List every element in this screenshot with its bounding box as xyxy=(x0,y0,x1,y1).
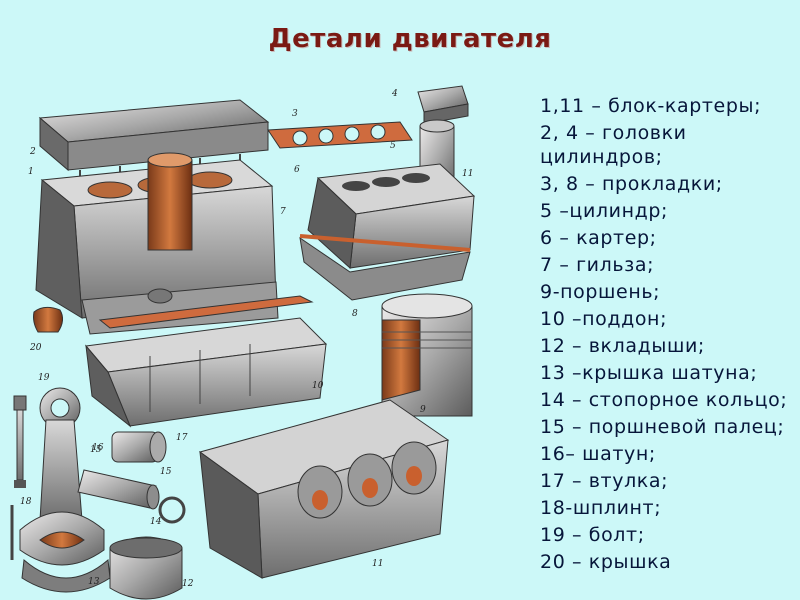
legend-item: 20 – крышка xyxy=(540,551,672,573)
bearing-cap xyxy=(33,306,64,333)
bolt xyxy=(13,395,27,488)
callout-16: 16 xyxy=(92,443,104,453)
piston-pin xyxy=(77,469,160,510)
callout-9: 9 xyxy=(420,405,426,415)
crankcase-right xyxy=(299,163,476,301)
callout-15b: 15 xyxy=(160,467,172,477)
callout-5: 5 xyxy=(390,141,396,151)
legend-item: 2, 4 – головки цилиндров; xyxy=(540,122,687,168)
callout-20: 20 xyxy=(29,343,42,353)
piston xyxy=(381,293,473,417)
legend-item: 1,11 – блок-картеры; xyxy=(540,95,762,117)
callout-17: 17 xyxy=(176,433,188,443)
callout-18: 18 xyxy=(20,497,32,507)
legend-item: 17 – втулка; xyxy=(540,470,669,492)
legend-item: 3, 8 – прокладки; xyxy=(540,173,723,195)
v-engine-block xyxy=(198,399,450,579)
legend-item: 15 – поршневой палец; xyxy=(540,416,785,438)
callout-11-top: 11 xyxy=(462,169,473,179)
legend-item: 12 – вкладыши; xyxy=(540,335,705,357)
legend-item: 18-шплинт; xyxy=(540,497,662,519)
legend-item: 7 – гильза; xyxy=(540,254,655,276)
callout-10: 10 xyxy=(312,381,324,391)
head-gasket xyxy=(267,121,413,149)
cylinder-head-left xyxy=(38,99,270,172)
legend-item: 14 – стопорное кольцо; xyxy=(540,389,788,411)
callout-1: 1 xyxy=(28,167,34,177)
legend-item: 13 –крышка шатуна; xyxy=(540,362,758,384)
callout-15a: 15 xyxy=(90,445,102,455)
callout-7: 7 xyxy=(280,207,286,217)
engine-parts-illustration: 1 2 3 4 5 6 7 8 9 10 11 11 12 13 14 15 1… xyxy=(10,85,476,600)
legend-item: 9-поршень; xyxy=(540,281,661,303)
callout-14: 14 xyxy=(150,517,162,527)
cylinder-head-small xyxy=(417,85,469,125)
callout-8: 8 xyxy=(352,309,358,319)
callout-13: 13 xyxy=(88,577,100,587)
legend-item: 6 – картер; xyxy=(540,227,657,249)
retaining-ring xyxy=(158,496,186,524)
rod-cap xyxy=(21,559,111,593)
legend-item: 5 –цилиндр; xyxy=(540,200,669,222)
callout-labels: 1 2 3 4 5 6 7 8 9 10 11 11 12 13 14 15 1… xyxy=(20,89,473,589)
legend-item: 16– шатун; xyxy=(540,443,656,465)
connecting-rod xyxy=(19,387,105,566)
bearing-shells xyxy=(109,536,183,600)
callout-19: 19 xyxy=(38,373,50,383)
legend-item: 10 –поддон; xyxy=(540,308,668,330)
slide-title: Детали двигателя xyxy=(268,24,552,54)
callout-12: 12 xyxy=(182,579,194,589)
engine-block-left xyxy=(35,152,279,335)
oil-sump xyxy=(85,317,328,428)
callout-2: 2 xyxy=(29,147,36,157)
bushing xyxy=(111,431,167,463)
callout-3: 3 xyxy=(292,109,298,119)
legend-item: 19 – болт; xyxy=(540,524,645,546)
parts-legend: 1,11 – блок-картеры; 2, 4 – головки цили… xyxy=(540,94,798,577)
callout-11-bottom: 11 xyxy=(372,559,383,569)
callout-4: 4 xyxy=(391,89,398,99)
pan-gasket xyxy=(98,295,314,329)
callout-6: 6 xyxy=(294,165,300,175)
